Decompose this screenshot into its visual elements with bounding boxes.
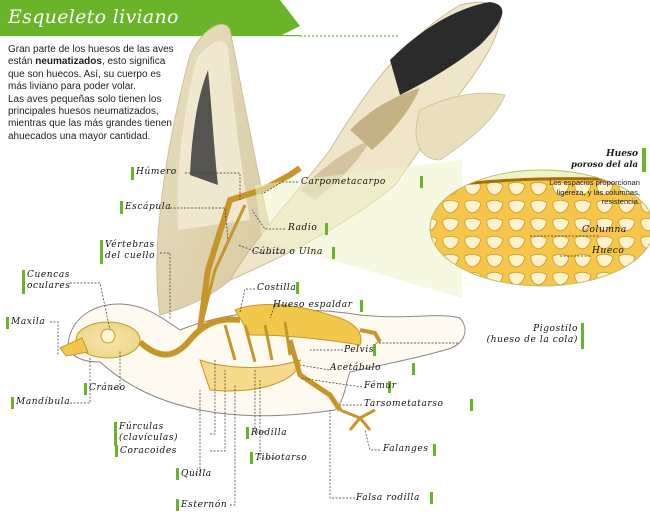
label-cubito: Cúbito o Ulna — [252, 247, 323, 257]
intro-part1: Gran parte de los huesos de las aves est… — [8, 44, 174, 68]
label-bullets — [6, 167, 584, 511]
label-carpometacarpo: Carpometacarpo — [301, 177, 386, 187]
label-mandibula: Mandíbula — [16, 397, 71, 407]
label-vertebras-2: del cuello — [105, 251, 156, 261]
skeleton — [59, 165, 382, 431]
label-escapula: Escápula — [125, 202, 172, 212]
label-craneo: Cráneo — [89, 383, 126, 393]
label-tibiotarso: Tibiotarso — [255, 453, 308, 463]
label-hueso-espaldar: Hueso espaldar — [273, 300, 353, 310]
inset-description: Los espacios proporcionan ligereza, y la… — [549, 178, 640, 207]
label-maxila: Maxila — [11, 317, 46, 327]
label-vertebras: Vértebras del cuello — [105, 240, 155, 262]
inset-title-line1: Hueso — [606, 149, 638, 159]
intro-part2: , esto significa que son huecos. Así, su… — [8, 56, 166, 93]
label-acetabulo: Acetábulo — [330, 363, 382, 373]
leader-lines — [50, 172, 458, 506]
page-title: Esqueleto liviano — [8, 6, 179, 28]
label-furculas-1: Fúrculas — [119, 422, 164, 432]
label-quilla: Quilla — [181, 469, 212, 479]
label-vertebras-1: Vértebras — [105, 240, 155, 250]
label-femur: Fémur — [364, 381, 397, 391]
label-pigostilo: Pigostilo (hueso de la cola) — [460, 324, 578, 346]
label-falanges: Falanges — [383, 444, 429, 454]
label-pigostilo-2: (hueso de la cola) — [486, 335, 578, 345]
label-tarsometatarso: Tarsometatarso — [364, 399, 444, 409]
inset-title: Hueso poroso del ala — [571, 149, 638, 171]
label-pelvis: Pelvis — [344, 345, 375, 355]
label-coracoides: Coracoides — [120, 446, 178, 456]
label-rodilla: Rodilla — [251, 428, 288, 438]
label-cuencas-2: oculares — [27, 281, 71, 291]
label-furculas-2: (clavículas) — [119, 433, 179, 443]
porous-bone-inset — [255, 160, 650, 298]
label-radio: Radio — [288, 223, 318, 233]
inset-title-line2: poroso del ala — [571, 160, 638, 170]
label-costilla: Costilla — [257, 283, 297, 293]
label-falsa-rodilla: Falsa rodilla — [356, 493, 421, 503]
label-hueco: Hueco — [592, 246, 625, 256]
intro-text: Gran parte de los huesos de las aves est… — [8, 44, 176, 143]
label-esternon: Esternón — [181, 500, 228, 510]
intro-bold: neumatizados — [35, 56, 102, 68]
inset-title-bar — [642, 148, 646, 172]
label-furculas: Fúrculas (clavículas) — [119, 422, 178, 444]
label-humero: Húmero — [136, 167, 177, 177]
label-pigostilo-1: Pigostilo — [533, 324, 578, 334]
intro-paragraph2: Las aves pequeñas solo tienen los princi… — [8, 93, 172, 142]
label-cuencas-1: Cuencas — [27, 270, 71, 280]
label-columna: Columna — [582, 225, 627, 235]
label-cuencas: Cuencas oculares — [27, 270, 71, 292]
